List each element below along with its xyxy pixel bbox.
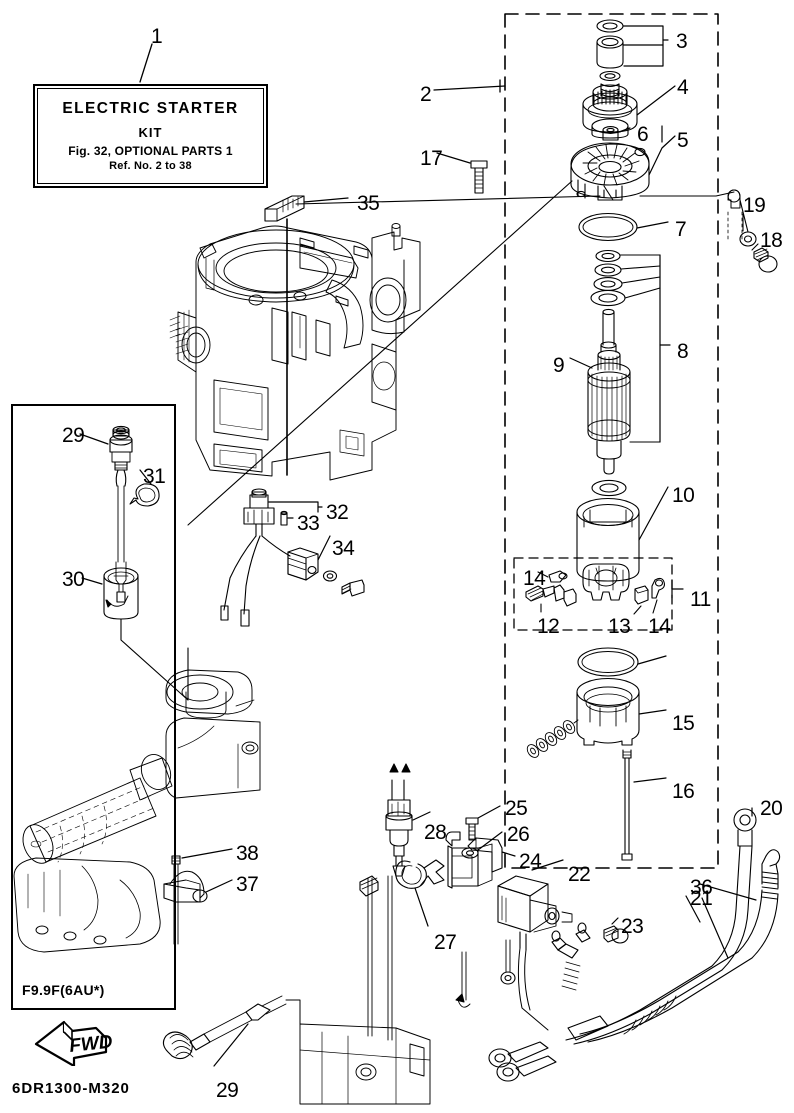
- callout-engine-stop-switch: 29: [62, 424, 85, 447]
- title-line-4: Ref. No. 2 to 38: [109, 160, 192, 172]
- callout-switch-bracket: 34: [332, 537, 355, 560]
- callout-rear-bracket: 15: [672, 712, 695, 735]
- callout-bolt: 17: [420, 147, 443, 170]
- callout-switch-cover: 30: [62, 568, 85, 591]
- callout-armature: 9: [553, 354, 565, 377]
- callout-brush-screw: 12: [537, 615, 560, 638]
- callout-starter-relay: 22: [568, 863, 591, 886]
- callout-switch-plunger: 33: [297, 512, 320, 535]
- callout-clip: 31: [143, 465, 166, 488]
- callout-switch-assembly: 28: [424, 821, 447, 844]
- callout-brush-holder-set: 11: [690, 588, 711, 611]
- callout-front-bracket: 5: [677, 129, 689, 152]
- model-inset-box: [11, 404, 176, 1010]
- fwd-arrow-icon: FWD: [34, 1018, 120, 1066]
- document-number: 6DR1300-M320: [12, 1080, 130, 1097]
- model-label: F9.9F(6AU*): [22, 982, 105, 998]
- callout-brush-spring: 14: [523, 567, 546, 590]
- svg-text:FWD: FWD: [68, 1032, 113, 1057]
- callout-wire-harness: 21: [690, 887, 713, 910]
- callout-pinion-gear: 4: [677, 76, 689, 99]
- callout-title-block-pointer: 1: [151, 25, 163, 48]
- callout-screw: 23: [621, 915, 644, 938]
- callout-cable-holder: 37: [236, 873, 259, 896]
- callout-o-ring: 7: [675, 218, 687, 241]
- callout-wire-clamp: 35: [357, 192, 380, 215]
- callout-engine-stop-switch: 29: [216, 1079, 239, 1102]
- callout-brush-spring: 14: [648, 615, 671, 638]
- callout-screw: 18: [760, 229, 783, 252]
- title-line-1: ELECTRIC STARTER: [62, 100, 239, 117]
- callout-bolt: 25: [505, 797, 528, 820]
- callout-brush: 13: [608, 615, 631, 638]
- callout-relay-bracket: 24: [519, 850, 542, 873]
- callout-starter-motor-assembly: 2: [420, 83, 432, 106]
- callout-through-bolt: 16: [672, 780, 695, 803]
- callout-armature-assembly: 8: [677, 340, 689, 363]
- title-block: ELECTRIC STARTER KIT Fig. 32, OPTIONAL P…: [33, 84, 268, 188]
- callout-yoke: 10: [672, 484, 695, 507]
- callout-battery-cable-negative: 36: [690, 876, 713, 899]
- title-block-inner: ELECTRIC STARTER KIT Fig. 32, OPTIONAL P…: [37, 88, 264, 184]
- callout-washer: 26: [507, 823, 530, 846]
- callout-washer: 19: [743, 194, 766, 217]
- callout-neutral-switch-assembly: 32: [326, 501, 349, 524]
- callout-clip-and-stopper-set: 3: [676, 30, 688, 53]
- callout-bushing: 6: [637, 123, 649, 146]
- callout-battery-cable-positive: 20: [760, 797, 783, 820]
- callout-clamp: 27: [434, 931, 457, 954]
- callout-bolt: 38: [236, 842, 259, 865]
- title-line-3: Fig. 32, OPTIONAL PARTS 1: [68, 144, 233, 158]
- title-line-2: KIT: [138, 125, 163, 140]
